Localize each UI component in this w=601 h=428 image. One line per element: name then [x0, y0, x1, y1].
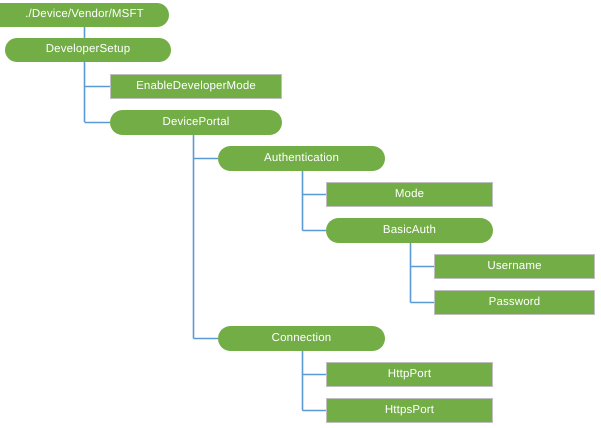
- tree-node-label: Connection: [271, 331, 332, 344]
- tree-node-username[interactable]: Username: [434, 254, 595, 279]
- tree-node-label: HttpPort: [387, 367, 432, 380]
- connector-path: [301, 171, 326, 232]
- tree-node-https-port[interactable]: HttpsPort: [326, 398, 493, 423]
- tree-node-developer-setup[interactable]: DeveloperSetup: [5, 38, 171, 62]
- tree-node-label: HttpsPort: [384, 403, 435, 416]
- tree-node-basic-auth[interactable]: BasicAuth: [326, 218, 493, 243]
- tree-node-label: Authentication: [264, 151, 339, 164]
- connector-path: [409, 243, 434, 304]
- tree-node-root[interactable]: ./Device/Vendor/MSFT: [0, 3, 169, 27]
- tree-node-label: BasicAuth: [382, 223, 437, 236]
- tree-node-label: DevicePortal: [162, 115, 230, 128]
- tree-node-label: ./Device/Vendor/MSFT: [25, 8, 144, 21]
- connector-path: [192, 135, 218, 340]
- tree-node-authentication[interactable]: Authentication: [218, 146, 385, 171]
- tree-node-label: EnableDeveloperMode: [136, 79, 256, 92]
- connector-path: [83, 62, 110, 124]
- connector-path: [301, 351, 326, 412]
- tree-node-label: Mode: [394, 187, 425, 200]
- tree-node-password[interactable]: Password: [434, 290, 595, 315]
- tree-node-connection[interactable]: Connection: [218, 326, 385, 351]
- tree-node-label: Username: [487, 259, 542, 272]
- tree-node-label: DeveloperSetup: [45, 43, 131, 56]
- tree-node-enable-developer-mode[interactable]: EnableDeveloperMode: [110, 74, 282, 99]
- tree-node-mode[interactable]: Mode: [326, 182, 493, 207]
- tree-node-label: Password: [488, 295, 541, 308]
- tree-node-device-portal[interactable]: DevicePortal: [110, 110, 282, 135]
- tree-node-http-port[interactable]: HttpPort: [326, 362, 493, 387]
